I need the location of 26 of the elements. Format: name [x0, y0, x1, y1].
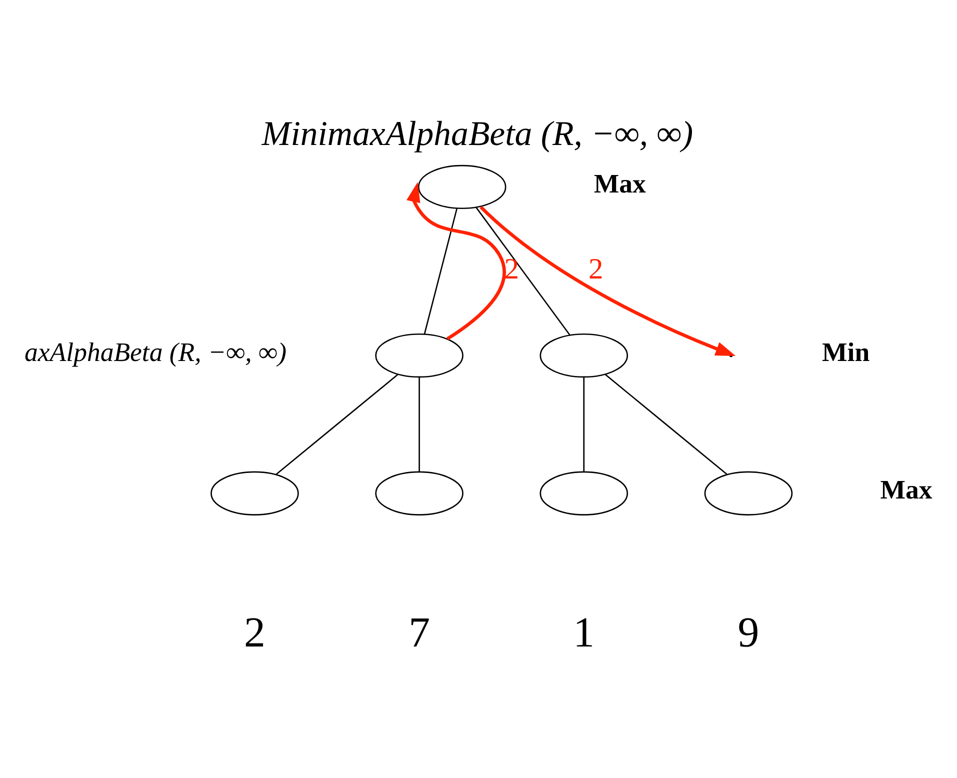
label: Max	[594, 168, 646, 198]
arrow	[406, 182, 506, 340]
connector	[424, 208, 458, 334]
connector	[276, 374, 399, 475]
node-label: 2	[244, 610, 266, 657]
node-ellipse	[375, 333, 464, 378]
diagram-title: MinimaxAlphaBeta (R, −∞, ∞)	[262, 114, 694, 154]
connector	[604, 374, 728, 475]
connector	[476, 206, 570, 336]
label: Max	[880, 474, 932, 505]
node-label: 9	[738, 610, 760, 657]
label: axAlphaBeta (R, −∞, ∞)	[24, 336, 287, 367]
connector	[583, 377, 585, 472]
node-ellipse	[418, 164, 506, 210]
node-ellipse	[704, 471, 793, 516]
node-ellipse	[210, 471, 299, 516]
node-ellipse	[540, 333, 628, 378]
edge-label: 2	[588, 254, 604, 286]
connector	[418, 377, 420, 472]
edge-label: 2	[504, 254, 519, 286]
node-ellipse	[375, 471, 464, 516]
arrow	[480, 206, 736, 356]
node-label: 7	[408, 610, 430, 657]
label: Min	[822, 336, 870, 367]
node-label: 1	[573, 610, 595, 657]
node-ellipse	[540, 471, 628, 516]
